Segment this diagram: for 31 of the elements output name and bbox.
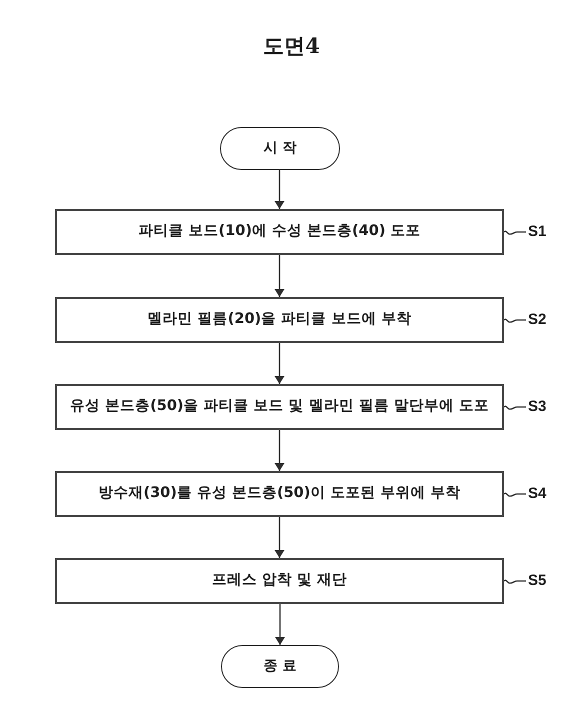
terminator-shape: [221, 645, 339, 688]
arrow: [274, 517, 284, 558]
arrow: [274, 430, 284, 471]
process-step-text: 방수재(30)를 유성 본드층(50)이 도포된 부위에 부착: [98, 485, 461, 503]
terminator-shape: [220, 127, 340, 170]
arrow: [274, 170, 284, 209]
process-box: [55, 558, 504, 604]
arrow: [274, 255, 284, 297]
step-number: S4: [528, 485, 546, 503]
arrow: [274, 343, 284, 384]
terminator-label: 종 료: [264, 658, 296, 675]
step-number: S2: [528, 311, 546, 329]
arrow: [275, 604, 285, 645]
leader-line: [504, 580, 526, 584]
process-step-text: 유성 본드층(50)을 파티클 보드 및 멜라민 필름 말단부에 도포: [70, 398, 489, 416]
figure-title: 도면4: [263, 32, 320, 60]
process-box: [55, 471, 504, 517]
leader-line: [504, 230, 526, 235]
step-number: S1: [528, 223, 546, 241]
process-step-text: 멜라민 필름(20)을 파티클 보드에 부착: [148, 311, 412, 329]
process-box: [55, 297, 504, 343]
process-step-text: 프레스 압착 및 재단: [212, 572, 348, 590]
process-box: [55, 384, 504, 430]
step-number: S5: [528, 572, 546, 590]
process-step-text: 파티클 보드(10)에 수성 본드층(40) 도포: [138, 223, 421, 241]
process-box: [55, 209, 504, 255]
leader-line: [504, 406, 526, 410]
terminator-label: 시 작: [264, 140, 296, 157]
leader-line: [504, 318, 526, 323]
leader-line: [504, 492, 526, 497]
step-number: S3: [528, 398, 546, 416]
